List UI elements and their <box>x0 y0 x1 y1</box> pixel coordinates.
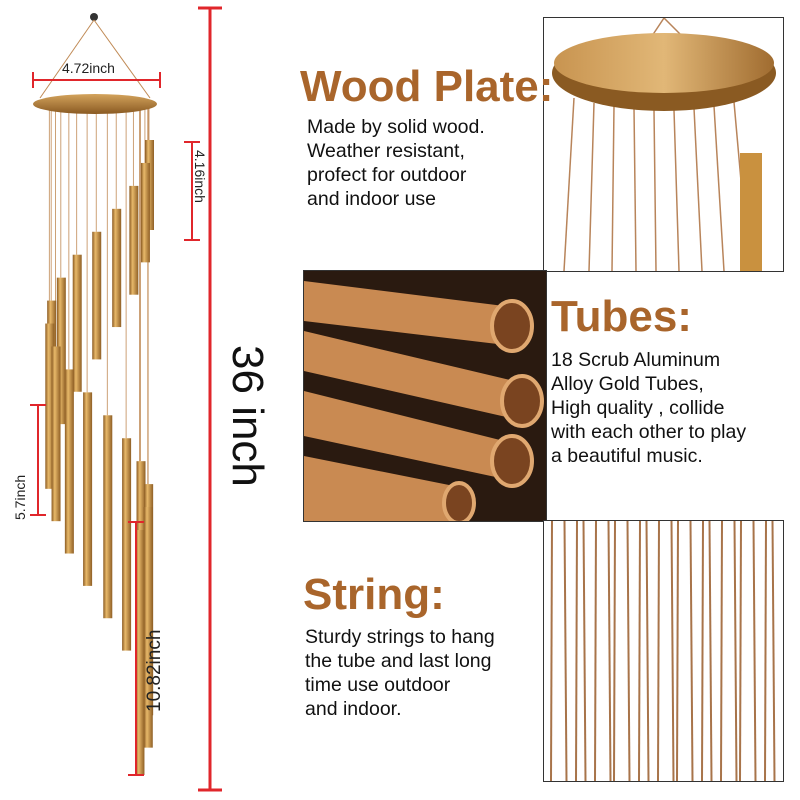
chime-tube <box>129 185 139 295</box>
desc-line: and indoor use <box>307 188 437 210</box>
chime-tube <box>135 530 145 775</box>
desc-line: a beautiful music. <box>551 445 703 467</box>
chime-tube <box>72 254 82 392</box>
desc-line: Weather resistant, <box>307 140 465 162</box>
desc-line: Sturdy strings to hang <box>305 626 495 648</box>
long-tube-label: 10.82inch <box>144 629 165 712</box>
wood-plate <box>33 94 157 114</box>
strings-photo <box>543 520 784 782</box>
tubes-photo <box>303 270 547 522</box>
chime-tube <box>45 323 55 489</box>
hook-ring <box>90 13 98 21</box>
chime-tube <box>92 231 102 360</box>
desc-line: and indoor. <box>305 698 402 720</box>
chime-tube <box>140 162 150 263</box>
wood-plate-description: Made by solid wood. Weather resistant, p… <box>307 115 485 211</box>
desc-line: profect for outdoor <box>307 164 467 186</box>
chime-tube <box>143 507 153 748</box>
chime-tube <box>56 277 66 425</box>
plate-width-label: 4.72inch <box>62 60 115 76</box>
chime-tube <box>122 438 132 651</box>
chime-tube <box>64 369 74 554</box>
tubes-heading: Tubes: <box>551 292 692 341</box>
chime-tube <box>112 208 122 328</box>
wood-plate-photo <box>543 17 784 272</box>
tubes-description: 18 Scrub Aluminum Alloy Gold Tubes, High… <box>551 348 746 468</box>
top-offset-label: 4.16inch <box>192 150 208 203</box>
string-description: Sturdy strings to hang the tube and last… <box>305 625 495 721</box>
desc-line: the tube and last long <box>305 650 492 672</box>
wood-plate-heading: Wood Plate: <box>300 62 554 111</box>
desc-line: Alloy Gold Tubes, <box>551 373 704 395</box>
short-tube-label: 5.7inch <box>12 474 28 520</box>
chime-tube <box>83 392 93 586</box>
desc-line: High quality , collide <box>551 397 725 419</box>
chime-tube <box>103 415 113 619</box>
string-heading: String: <box>303 570 445 619</box>
desc-line: 18 Scrub Aluminum <box>551 349 721 371</box>
chime-tube <box>51 346 61 522</box>
total-length-label: 36 inch <box>223 345 272 487</box>
desc-line: Made by solid wood. <box>307 116 485 138</box>
desc-line: time use outdoor <box>305 674 451 696</box>
wind-chime-illustration <box>30 6 222 792</box>
desc-line: with each other to play <box>551 421 747 443</box>
